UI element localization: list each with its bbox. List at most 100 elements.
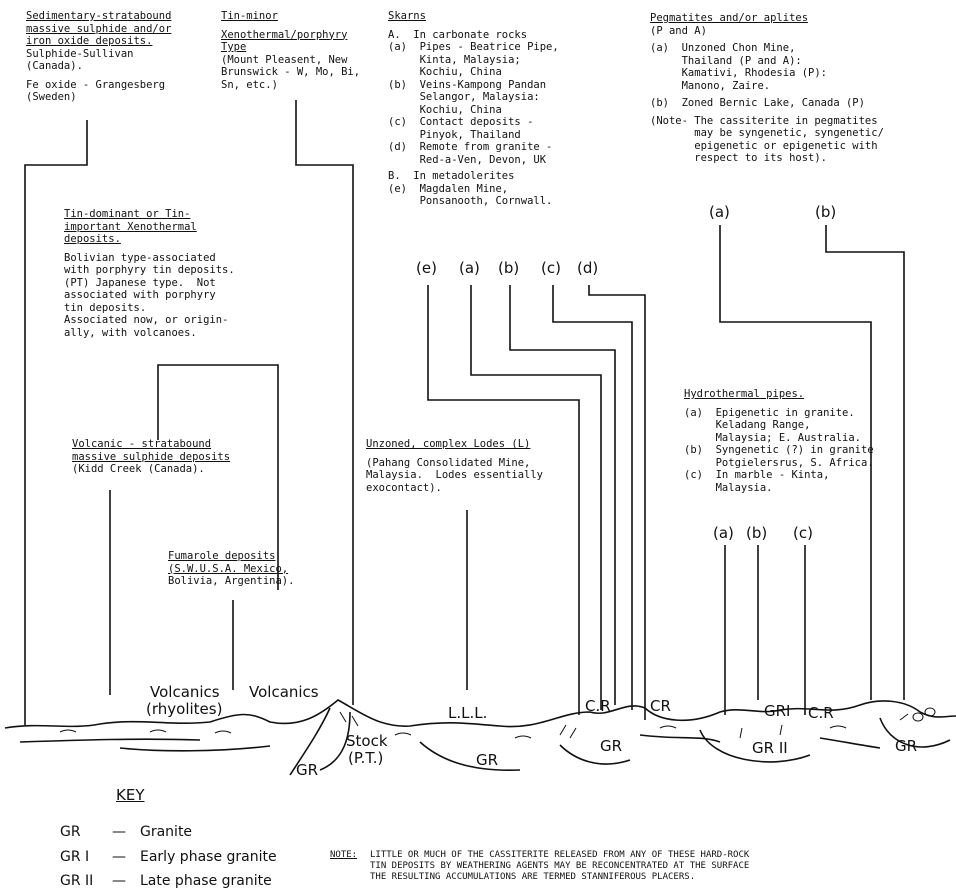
skarns-line: A. In carbonate rocks	[388, 29, 559, 42]
volcanic-line: Volcanic - stratabound	[72, 438, 230, 451]
pegmatites-line: may be syngenetic, syngenetic/	[650, 127, 884, 140]
pegmatites-block: Pegmatites and/or aplites (P and A) (a) …	[650, 12, 884, 165]
hydrothermal-line: Malaysia.	[684, 482, 874, 495]
label-cr-2: CR	[650, 698, 671, 715]
tin-minor-line: (Mount Pleasent, New	[221, 54, 360, 67]
skarn-label-b: (b)	[498, 260, 519, 277]
lodes-block: Unzoned, complex Lodes (L) (Pahang Conso…	[366, 438, 543, 494]
note-line: LITTLE OR MUCH OF THE CASSITERITE RELEAS…	[370, 850, 749, 861]
skarns-block: Skarns A. In carbonate rocks (a) Pipes -…	[388, 10, 559, 208]
note-line: TIN DEPOSITS BY WEATHERING AGENTS MAY BE…	[370, 861, 749, 872]
sedimentary-block: Sedimentary-stratabound massive sulphide…	[26, 10, 171, 104]
hydrothermal-line: Keladang Range,	[684, 419, 874, 432]
hydrothermal-block: Hydrothermal pipes. (a) Epigenetic in gr…	[684, 388, 874, 494]
peg-label-b: (b)	[815, 204, 836, 221]
tin-dominant-body: tin deposits.	[64, 302, 235, 315]
skarns-line: (d) Remote from granite -	[388, 141, 559, 154]
skarns-line: Red-a-Ven, Devon, UK	[388, 154, 559, 167]
tin-dominant-body: Associated now, or origin-	[64, 314, 235, 327]
sedimentary-line: Sulphide-Sullivan	[26, 48, 171, 61]
lodes-line: exocontact).	[366, 482, 543, 495]
tin-minor-line: Xenothermal/porphyry	[221, 29, 360, 42]
connector-skarn-a	[471, 285, 601, 710]
sedimentary-line: (Canada).	[26, 60, 171, 73]
pegmatites-title: Pegmatites and/or aplites	[650, 12, 884, 25]
skarns-line: Kochiu, China	[388, 66, 559, 79]
label-volcanics-1: Volcanics	[150, 684, 220, 701]
label-cr-3: C.R	[808, 705, 834, 722]
lodes-line: Malaysia. Lodes essentially	[366, 469, 543, 482]
label-gr-2: GR	[476, 752, 498, 769]
volcanic-block: Volcanic - stratabound massive sulphide …	[72, 438, 230, 476]
label-pt: (P.T.)	[348, 750, 383, 767]
pegmatites-line: (P and A)	[650, 25, 884, 38]
tin-dominant-block: Tin-dominant or Tin- important Xenotherm…	[64, 208, 235, 339]
key-desc: Early phase granite	[140, 849, 277, 865]
skarn-label-d: (d)	[577, 260, 598, 277]
skarn-label-a: (a)	[459, 260, 480, 277]
pegmatites-line: Manono, Zaire.	[650, 80, 884, 93]
tin-minor-line: Sn, etc.)	[221, 79, 360, 92]
volcanic-line: massive sulphide deposits	[72, 451, 230, 464]
tin-dominant-line: deposits.	[64, 233, 235, 246]
label-lll: L.L.L.	[448, 705, 487, 722]
fe-oxide-line: Fe oxide - Grangesberg	[26, 79, 171, 92]
skarns-line: Kinta, Malaysia;	[388, 54, 559, 67]
skarn-label-e: (e)	[416, 260, 437, 277]
key-desc: Granite	[140, 824, 192, 840]
tin-dominant-body: with porphyry tin deposits.	[64, 264, 235, 277]
tin-minor-line: Type	[221, 41, 360, 54]
key-dash: —	[112, 824, 126, 840]
note-line: THE RESULTING ACCUMULATIONS ARE TERMED S…	[370, 872, 749, 883]
sedimentary-line: Sedimentary-stratabound	[26, 10, 171, 23]
skarns-line: (a) Pipes - Beatrice Pipe,	[388, 41, 559, 54]
pegmatites-line: respect to its host).	[650, 152, 884, 165]
pegmatites-line: Thailand (P and A):	[650, 55, 884, 68]
fumarole-block: Fumarole deposits (S.W.U.S.A. Mexico, Bo…	[168, 550, 294, 588]
tin-dominant-line: Tin-dominant or Tin-	[64, 208, 235, 221]
tin-dominant-body: ally, with volcanoes.	[64, 327, 235, 340]
connector-skarn-c	[553, 285, 632, 710]
tin-dominant-body: Bolivian type-associated	[64, 252, 235, 265]
volcanic-sub: (Kidd Creek (Canada).	[72, 463, 230, 476]
label-gri: GRI	[764, 703, 790, 720]
connector-skarn-b	[510, 285, 615, 705]
key-abbr: GR I	[60, 849, 89, 865]
fumarole-line: Bolivia, Argentina).	[168, 575, 294, 588]
label-gr-1: GR	[296, 762, 318, 779]
tin-minor-title: Tin-minor	[221, 10, 360, 23]
hydrothermal-line: (a) Epigenetic in granite.	[684, 407, 874, 420]
tin-dominant-body: associated with porphyry	[64, 289, 235, 302]
fumarole-title: Fumarole deposits	[168, 550, 294, 563]
hydrothermal-line: Malaysia; E. Australia.	[684, 432, 874, 445]
tin-dominant-line: important Xenothermal	[64, 221, 235, 234]
peg-label-a: (a)	[709, 204, 730, 221]
label-gr-4: GR	[895, 738, 917, 755]
hydrothermal-line: Potgielersrus, S. Africa.	[684, 457, 874, 470]
pegmatites-line: (a) Unzoned Chon Mine,	[650, 42, 884, 55]
skarns-line: (b) Veins-Kampong Pandan	[388, 79, 559, 92]
tin-minor-block: Tin-minor Xenothermal/porphyry Type (Mou…	[221, 10, 360, 91]
label-stock: Stock	[346, 733, 388, 750]
skarns-line: Kochiu, China	[388, 104, 559, 117]
connector-tin-minor	[296, 100, 353, 705]
label-gr-3: GR	[600, 738, 622, 755]
hydro-label-b: (b)	[746, 525, 767, 542]
key-title: KEY	[116, 786, 144, 804]
hydro-label-c: (c)	[793, 525, 813, 542]
pegmatites-line: epigenetic or epigenetic with	[650, 140, 884, 153]
tin-minor-line: Brunswick - W, Mo, Bi,	[221, 66, 360, 79]
pegmatites-line: (b) Zoned Bernic Lake, Canada (P)	[650, 97, 884, 110]
skarns-title: Skarns	[388, 10, 559, 23]
skarns-line: Pinyok, Thailand	[388, 129, 559, 142]
label-volcanics-2: Volcanics	[249, 684, 319, 701]
skarn-label-c: (c)	[541, 260, 561, 277]
lodes-line: (Pahang Consolidated Mine,	[366, 457, 543, 470]
skarns-line: (e) Magdalen Mine,	[388, 183, 559, 196]
pegmatites-line: Kamativi, Rhodesia (P):	[650, 67, 884, 80]
fumarole-line: (S.W.U.S.A. Mexico,	[168, 563, 294, 576]
sedimentary-line: iron oxide deposits.	[26, 35, 171, 48]
hydrothermal-line: (c) In marble - Kinta,	[684, 469, 874, 482]
label-rhyolites: (rhyolites)	[146, 701, 222, 718]
key-desc: Late phase granite	[140, 873, 272, 889]
